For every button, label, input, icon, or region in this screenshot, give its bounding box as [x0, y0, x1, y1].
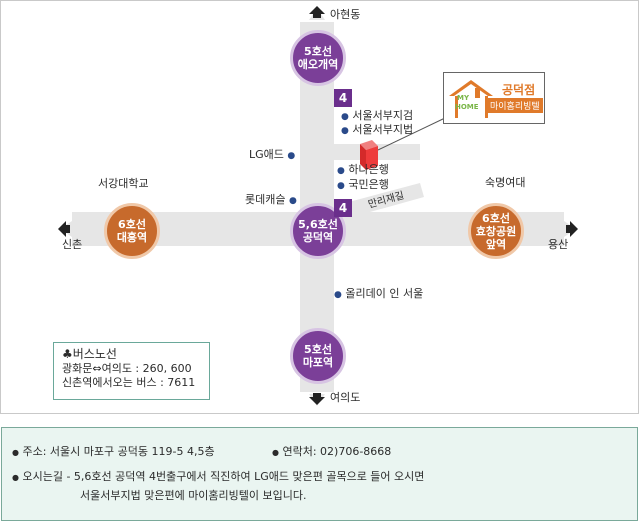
station-gongdeok[interactable]: 5,6호선 공덕역: [290, 203, 346, 259]
bullet-icon: ●: [12, 448, 19, 457]
dot-icon: ●: [337, 181, 345, 191]
arrow-east-mark-icon: [566, 221, 578, 237]
myhome-logo: MY HOME 공덕점 마이홈리빙텔: [443, 72, 545, 124]
label-sookmyung: 숙명여대: [485, 176, 526, 189]
bus-line-2: 신촌역에서오는 버스 : 7611: [62, 376, 196, 389]
logo-my: MY: [457, 94, 470, 102]
info-contact: ● 연락처: 02)706-8668: [272, 445, 392, 458]
road-manrijae: [334, 183, 424, 222]
info-box: ● 주소: 서울시 마포구 공덕동 119-5 4,5층 ● 연락처: 02)7…: [1, 427, 638, 521]
arrow-west-mark-icon: [58, 221, 70, 237]
bullet-icon: ●: [272, 448, 279, 457]
bullet-icon: ●: [12, 473, 19, 482]
station-hyochang[interactable]: 6호선 효창공원 앞역: [468, 203, 524, 259]
logo-pointer-line: [377, 117, 446, 151]
building-icon: [360, 140, 378, 170]
poi-lg: LG애드 ●: [249, 148, 296, 161]
label-south: 여의도: [330, 391, 361, 404]
logo-home: HOME: [455, 103, 479, 111]
station-aeogae[interactable]: 5호선 애오개역: [290, 30, 346, 86]
dot-icon: ●: [288, 196, 297, 206]
house-icon: [449, 80, 493, 118]
label-west: 신촌: [62, 238, 83, 251]
label-north: 아현동: [330, 8, 361, 21]
dot-icon: ●: [334, 290, 342, 300]
exit-4-top: 4: [334, 89, 352, 107]
label-sogang: 서강대학교: [98, 177, 149, 190]
poi-lotte: 롯데캐슬 ●: [245, 193, 297, 206]
dot-icon: ●: [341, 112, 349, 122]
arrow-north-mark-icon: [309, 6, 325, 18]
dot-icon: ●: [287, 151, 296, 161]
logo-name: 마이홈리빙텔: [487, 98, 543, 113]
poi-kookmin: ● 국민은행: [337, 178, 389, 191]
info-address: ● 주소: 서울시 마포구 공덕동 119-5 4,5층: [12, 445, 215, 458]
bus-info-box: ♣버스노선 광화문⇔여의도 : 260, 600 신촌역에서오는 버스 : 76…: [53, 342, 210, 400]
exit-4-mid: 4: [334, 199, 352, 217]
station-daeheung[interactable]: 6호선 대흥역: [104, 203, 160, 259]
dot-icon: ●: [341, 126, 349, 136]
bus-line-1: 광화문⇔여의도 : 260, 600: [62, 362, 192, 375]
poi-olleday: ● 올리데이 인 서울: [334, 287, 424, 300]
label-east: 용산: [548, 238, 569, 251]
poi-hana: ● 하나은행: [337, 163, 389, 176]
dot-icon: ●: [337, 166, 345, 176]
logo-branch: 공덕점: [502, 83, 536, 97]
info-directions-2: 서울서부지법 맞은편에 마이홈리빙텔이 보입니다.: [80, 489, 307, 502]
info-directions-1: ● 오시는길 - 5,6호선 공덕역 4번출구에서 직진하여 LG애드 맞은편 …: [12, 470, 425, 483]
poi-court1: ● 서울서부지검: [341, 109, 414, 122]
poi-court2: ● 서울서부지법: [341, 123, 414, 136]
bus-title: ♣버스노선: [62, 347, 117, 361]
arrow-south-mark-icon: [309, 393, 325, 405]
station-mapo[interactable]: 5호선 마포역: [290, 328, 346, 384]
